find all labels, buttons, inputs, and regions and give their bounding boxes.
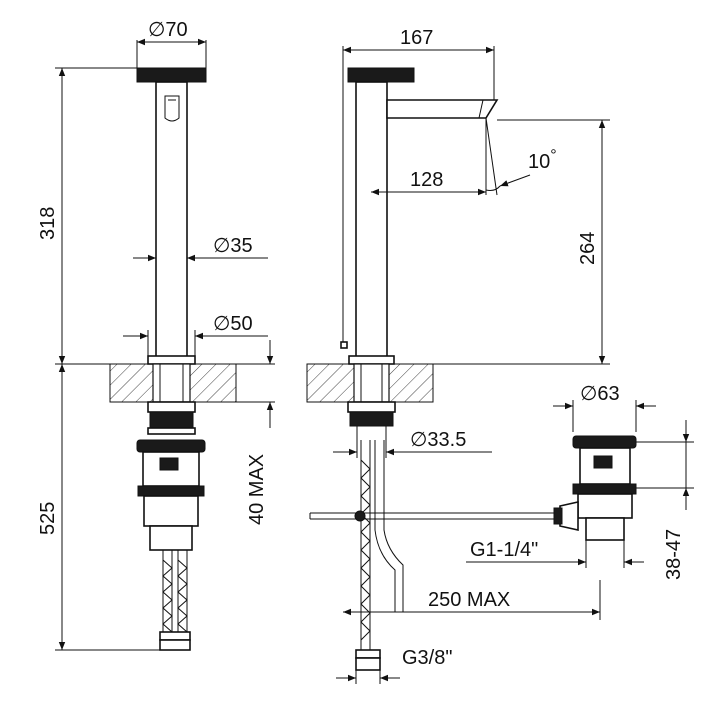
spout-height-value: 264 bbox=[577, 232, 599, 265]
waste-thread-value: G1-1/4" bbox=[470, 539, 538, 561]
height-below-value: 525 bbox=[37, 502, 59, 535]
spout-reach-value: 128 bbox=[410, 169, 443, 191]
deck-thickness-value: 40 MAX bbox=[246, 454, 268, 525]
top-diameter-value: 70 bbox=[165, 19, 187, 41]
fixing-nut-front bbox=[147, 401, 196, 413]
base-flange-front bbox=[147, 355, 196, 365]
dim-height-below: 525 bbox=[37, 363, 160, 651]
indicator-mark-icon bbox=[164, 95, 180, 122]
base-diameter-value: 50 bbox=[230, 313, 252, 335]
body-diameter-value: 35 bbox=[230, 235, 252, 257]
svg-text:∅63: ∅63 bbox=[580, 383, 620, 405]
dim-waste-diameter: ∅63 bbox=[553, 383, 656, 432]
dim-deck-thickness: 40 MAX bbox=[236, 340, 275, 525]
side-view: 167 10° 128 264 bbox=[306, 27, 610, 684]
dim-waste-height: 38-47 bbox=[636, 420, 694, 580]
faucet-body-front bbox=[155, 81, 188, 361]
dim-spout-reach: 128 bbox=[371, 169, 486, 196]
diameter-symbol: ∅ bbox=[148, 19, 165, 41]
dim-waste-thread: G1-1/4" bbox=[466, 539, 644, 568]
dim-spout-height: 264 bbox=[430, 119, 610, 365]
dim-shank-diameter: ∅33.5 bbox=[333, 429, 492, 458]
dim-body-diameter: ∅35 bbox=[133, 235, 268, 262]
svg-text:∅35: ∅35 bbox=[213, 235, 253, 257]
waste-diameter-value: 63 bbox=[597, 383, 619, 405]
hoses-front bbox=[159, 550, 191, 651]
waste-plug-front bbox=[136, 439, 206, 453]
svg-text:10°: 10° bbox=[528, 147, 557, 173]
spout-projection-value: 167 bbox=[400, 27, 433, 49]
dim-height-above: 318 bbox=[37, 67, 137, 364]
handle-cap bbox=[136, 67, 207, 83]
dim-spout-projection: 167 bbox=[342, 27, 495, 330]
waste-view: ∅63 G1-1/4" 38-47 bbox=[466, 383, 694, 580]
hose-thread-value: G3/8" bbox=[402, 647, 452, 669]
svg-text:∅33.5: ∅33.5 bbox=[410, 429, 466, 451]
faucet-body-side bbox=[355, 81, 388, 361]
svg-text:∅70: ∅70 bbox=[148, 19, 188, 41]
waste-height-value: 38-47 bbox=[663, 529, 685, 580]
waste-cap bbox=[572, 435, 637, 449]
hoses-side bbox=[355, 440, 404, 671]
dim-hose-thread: G3/8" bbox=[336, 647, 452, 684]
dim-spout-angle: 10° bbox=[485, 117, 557, 196]
shank-diameter-value: 33.5 bbox=[427, 429, 466, 451]
dim-top-diameter: ∅70 bbox=[136, 19, 207, 68]
height-above-value: 318 bbox=[37, 207, 59, 240]
handle-side bbox=[347, 67, 415, 83]
front-view: ∅70 318 ∅35 ∅50 bbox=[37, 19, 275, 651]
spout bbox=[386, 99, 499, 119]
popup-rod bbox=[309, 510, 560, 522]
svg-text:∅50: ∅50 bbox=[213, 313, 253, 335]
dim-base-diameter: ∅50 bbox=[123, 313, 268, 358]
rod-length-value: 250 MAX bbox=[428, 589, 510, 611]
dim-rod-length: 250 MAX bbox=[343, 580, 601, 620]
spout-angle-value: 10 bbox=[528, 151, 550, 173]
